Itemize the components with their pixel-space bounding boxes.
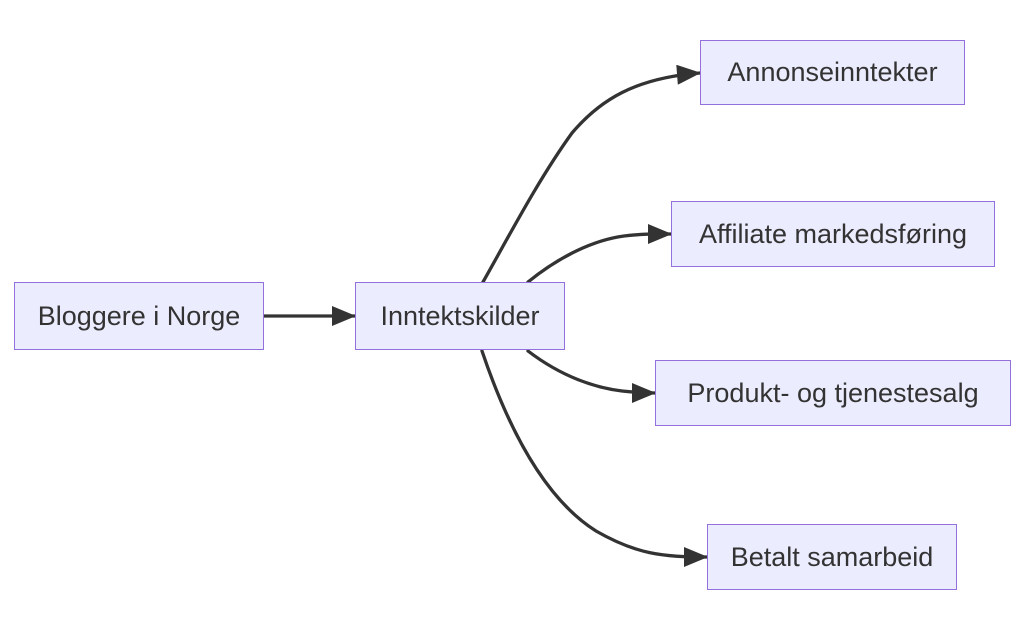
node-label: Betalt samarbeid — [730, 541, 934, 572]
node-label: Affiliate markedsføring — [698, 218, 968, 249]
edge-hub-to-ads — [481, 64, 702, 284]
node-affiliate-markedsforing: Affiliate markedsføring — [671, 201, 995, 267]
edge-hub-to-paid — [480, 349, 709, 567]
node-inntektskilder: Inntektskilder — [355, 282, 565, 350]
edge-hub-to-sales — [526, 349, 657, 403]
node-annonseinntekter: Annonseinntekter — [700, 40, 965, 105]
node-produkt-og-tjenestesalg: Produkt- og tjenestesalg — [655, 360, 1011, 426]
node-label: Produkt- og tjenestesalg — [687, 377, 979, 408]
node-betalt-samarbeid: Betalt samarbeid — [707, 524, 957, 590]
node-label: Annonseinntekter — [727, 57, 938, 87]
edge-hub-to-affiliate — [526, 223, 673, 284]
node-bloggere-i-norge: Bloggere i Norge — [14, 282, 264, 350]
node-label: Inntektskilder — [380, 300, 540, 331]
node-label: Bloggere i Norge — [37, 300, 241, 331]
